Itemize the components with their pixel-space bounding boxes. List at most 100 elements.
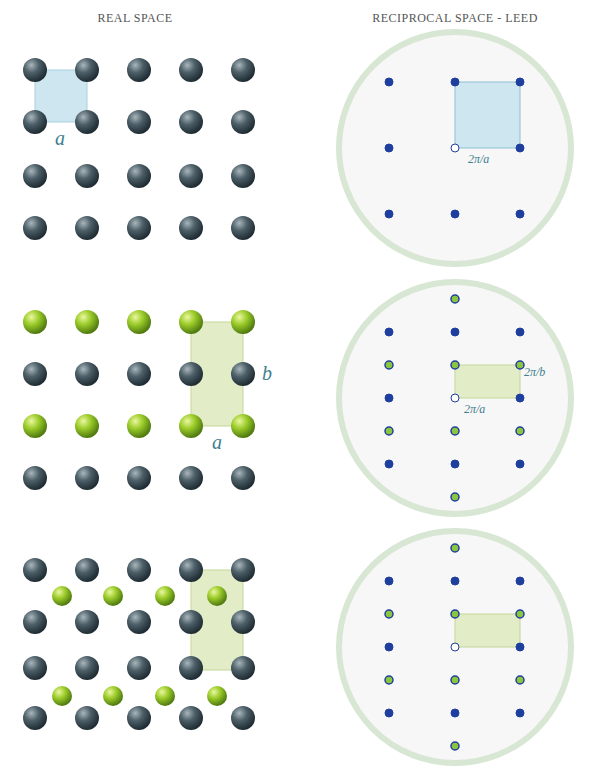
leed-screen	[339, 282, 571, 514]
column-heading: REAL SPACE	[97, 12, 172, 24]
diffraction-spot	[516, 210, 524, 218]
adsorbate-atom	[23, 414, 47, 438]
substrate-atom	[23, 706, 47, 730]
substrate-atom	[127, 110, 151, 134]
substrate-atom	[23, 656, 47, 680]
lattice-parameter: a	[55, 128, 65, 148]
diffraction-spot	[451, 210, 459, 218]
adsorbate-atom	[103, 586, 123, 606]
diffraction-spot	[385, 328, 393, 336]
diffraction-spot	[516, 328, 524, 336]
half-order-spot	[385, 676, 393, 684]
adsorbate-atom	[75, 310, 99, 334]
lattice-parameter: a	[212, 432, 222, 452]
substrate-atom	[23, 362, 47, 386]
reciprocal-cell	[455, 614, 520, 647]
substrate-atom	[179, 216, 203, 240]
adsorbate-atom	[52, 686, 72, 706]
leed-screen	[339, 531, 571, 763]
column-heading: RECIPROCAL SPACE - LEED	[372, 12, 538, 24]
half-order-spot	[451, 361, 459, 369]
half-order-spot	[385, 361, 393, 369]
diffraction-spot	[516, 394, 524, 402]
half-order-spot	[516, 610, 524, 618]
substrate-atom	[231, 558, 255, 582]
diffraction-spot	[451, 577, 459, 585]
substrate-atom	[231, 110, 255, 134]
half-order-spot	[516, 676, 524, 684]
diffraction-spot	[385, 394, 393, 402]
adsorbate-atom	[75, 414, 99, 438]
diffraction-spot	[385, 643, 393, 651]
substrate-atom	[231, 610, 255, 634]
substrate-atom	[23, 216, 47, 240]
diffraction-spot	[516, 460, 524, 468]
half-order-spot	[451, 544, 459, 552]
substrate-atom	[231, 58, 255, 82]
substrate-atom	[179, 466, 203, 490]
diffraction-spot	[385, 144, 393, 152]
diffraction-spot	[451, 78, 459, 86]
half-order-spot	[451, 676, 459, 684]
substrate-atom	[23, 110, 47, 134]
substrate-atom	[179, 558, 203, 582]
substrate-atom	[231, 466, 255, 490]
half-order-spot	[516, 427, 524, 435]
substrate-atom	[75, 110, 99, 134]
diffraction-spot	[451, 328, 459, 336]
substrate-atom	[75, 164, 99, 188]
substrate-atom	[127, 216, 151, 240]
substrate-atom	[179, 164, 203, 188]
diffraction-spot	[385, 78, 393, 86]
substrate-atom	[127, 706, 151, 730]
half-order-spot	[385, 427, 393, 435]
substrate-atom	[179, 110, 203, 134]
adsorbate-atom	[179, 310, 203, 334]
substrate-atom	[127, 466, 151, 490]
substrate-atom	[179, 706, 203, 730]
diffraction-spot	[451, 144, 459, 152]
diffraction-spot	[516, 78, 524, 86]
substrate-atom	[127, 656, 151, 680]
diffraction-spot	[516, 577, 524, 585]
lattice-parameter: 2π/a	[468, 153, 489, 165]
leed-screen	[339, 32, 571, 264]
lattice-parameter: b	[262, 363, 272, 383]
substrate-atom	[23, 164, 47, 188]
half-order-spot	[385, 610, 393, 618]
diffraction-spot	[385, 460, 393, 468]
substrate-atom	[179, 610, 203, 634]
adsorbate-atom	[207, 586, 227, 606]
diffraction-spot	[385, 210, 393, 218]
substrate-atom	[179, 656, 203, 680]
adsorbate-atom	[155, 686, 175, 706]
substrate-atom	[179, 362, 203, 386]
adsorbate-atom	[52, 586, 72, 606]
substrate-atom	[75, 656, 99, 680]
substrate-atom	[179, 58, 203, 82]
substrate-atom	[75, 216, 99, 240]
substrate-atom	[231, 164, 255, 188]
lattice-parameter: 2π/a	[464, 403, 485, 415]
substrate-atom	[127, 164, 151, 188]
diffraction-spot	[451, 394, 459, 402]
substrate-atom	[231, 706, 255, 730]
diffraction-spot	[516, 144, 524, 152]
half-order-spot	[516, 361, 524, 369]
lattice-parameter: 2π/b	[524, 366, 545, 378]
adsorbate-atom	[23, 310, 47, 334]
adsorbate-atom	[179, 414, 203, 438]
adsorbate-atom	[103, 686, 123, 706]
adsorbate-atom	[127, 414, 151, 438]
substrate-atom	[127, 58, 151, 82]
substrate-atom	[231, 362, 255, 386]
adsorbate-atom	[127, 310, 151, 334]
substrate-atom	[75, 466, 99, 490]
diffraction-spot	[385, 709, 393, 717]
substrate-atom	[75, 706, 99, 730]
diffraction-spot	[451, 460, 459, 468]
substrate-atom	[231, 656, 255, 680]
substrate-atom	[23, 558, 47, 582]
substrate-atom	[23, 466, 47, 490]
